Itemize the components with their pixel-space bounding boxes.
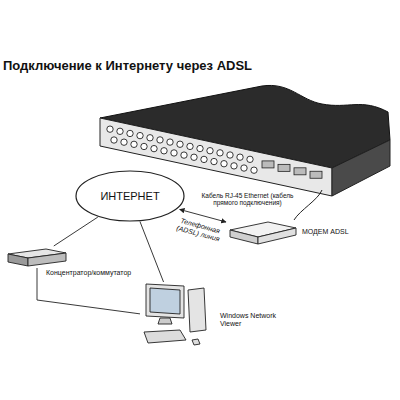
bnc-connector: [241, 165, 247, 171]
modem-side: [258, 228, 296, 244]
network-line: [54, 217, 98, 246]
node-shape: [6, 246, 68, 268]
modem-front: [230, 230, 258, 244]
screen: [150, 288, 180, 314]
bnc-connector: [211, 158, 217, 164]
cable-label: Кабель RJ-45 Ethernet (кабель прямого по…: [195, 192, 300, 207]
tower: [188, 288, 206, 332]
bnc-connector: [117, 128, 123, 134]
node-label: ИНТЕРНЕТ: [100, 190, 159, 203]
port: [294, 168, 306, 175]
bnc-connector: [157, 137, 163, 143]
hub-front: [8, 254, 28, 266]
monitor: [146, 284, 184, 318]
bnc-connector: [151, 145, 157, 151]
bnc-connector: [221, 161, 227, 167]
title: Подключение к Интернету через ADSL: [3, 58, 252, 73]
bnc-connector: [137, 132, 143, 138]
bnc-connector: [161, 148, 167, 154]
bnc-connector: [227, 152, 233, 158]
node-label: Концентратор/коммутатор: [46, 269, 131, 277]
bnc-connector: [187, 143, 193, 149]
bnc-connector: [177, 141, 183, 147]
bnc-connector: [217, 150, 223, 156]
bnc-connector: [237, 154, 243, 160]
bnc-connector: [191, 154, 197, 160]
bnc-connector: [247, 156, 253, 162]
keyboard: [144, 330, 186, 343]
bnc-connector: [167, 139, 173, 145]
node-shape: [228, 218, 298, 246]
mouse: [192, 339, 200, 345]
bnc-connector: [111, 137, 117, 143]
bnc-connector: [207, 148, 213, 154]
dvr-connectors: [107, 126, 322, 178]
monitor-stand: [158, 318, 172, 324]
modem-box: МОДЕМ ADSL: [228, 218, 351, 248]
internet-cloud: ИНТЕРНЕТ: [75, 170, 185, 222]
cloud-ellipse: [76, 171, 184, 221]
bnc-connector: [107, 126, 113, 132]
node-label: Windows Network Viewer: [220, 312, 282, 328]
bnc-connector: [141, 143, 147, 149]
bnc-connector: [201, 156, 207, 162]
bnc-connector: [251, 167, 257, 173]
bnc-connector: [231, 163, 237, 169]
pc-box: Windows Network Viewer: [140, 282, 284, 358]
port: [262, 161, 274, 168]
port: [278, 164, 290, 171]
edge-label: Телефонная (ADSL) линия: [169, 215, 229, 246]
node-shape: [140, 282, 216, 356]
bnc-connector: [147, 135, 153, 141]
dvr-side: [332, 140, 390, 196]
node-label: МОДЕМ ADSL: [302, 228, 349, 236]
bnc-connector: [127, 130, 133, 136]
network-line: [37, 268, 140, 314]
bnc-connector: [131, 141, 137, 147]
hub-side: [28, 253, 66, 266]
bnc-connector: [171, 150, 177, 156]
port: [310, 171, 322, 178]
bnc-connector: [197, 145, 203, 151]
network-line: [140, 222, 164, 282]
bnc-connector: [121, 139, 127, 145]
bnc-connector: [181, 152, 187, 158]
hub-box: Концентратор/коммутатор: [6, 246, 133, 279]
